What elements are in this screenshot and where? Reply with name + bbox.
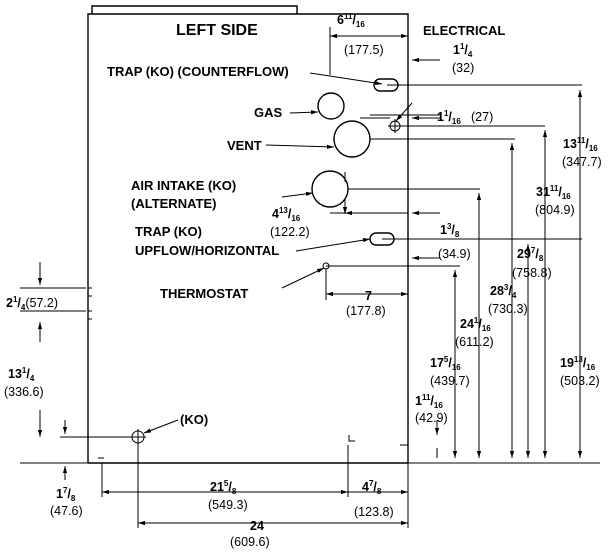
- svg-text:17/8: 17/8: [56, 486, 76, 503]
- vertical-dimension-lines: [20, 90, 583, 480]
- dim-1-11-16: 111/16 (42.9): [415, 393, 448, 425]
- dim-31-11-16: 3111/16 (804.9): [535, 184, 575, 217]
- svg-text:7: 7: [365, 289, 372, 303]
- diagram-title: LEFT SIDE: [176, 22, 258, 39]
- svg-text:131/4: 131/4: [8, 366, 35, 383]
- svg-text:(34.9): (34.9): [438, 247, 471, 261]
- svg-text:(609.6): (609.6): [230, 535, 270, 549]
- svg-text:(347.7): (347.7): [562, 155, 602, 169]
- trap-upflow-knockout: [369, 232, 582, 246]
- dim-4-13-16: 413/16 (122.2): [270, 206, 310, 239]
- dim-13-1-4: 131/4 (336.6): [4, 366, 44, 399]
- vent-circle: [333, 120, 371, 158]
- svg-text:111/16: 111/16: [415, 393, 443, 410]
- svg-text:(439.7): (439.7): [430, 374, 470, 388]
- svg-text:(42.9): (42.9): [415, 411, 448, 425]
- dim-7: 7 (177.8): [346, 289, 386, 318]
- dim-4-7-8: 47/8 (123.8): [354, 479, 394, 519]
- label-air-intake-alternate: (ALTERNATE): [131, 196, 216, 211]
- label-trap-upflow-horizontal: UPFLOW/HORIZONTAL: [135, 243, 279, 258]
- svg-text:(122.2): (122.2): [270, 225, 310, 239]
- svg-text:(177.8): (177.8): [346, 304, 386, 318]
- dim-28-3-4: 283/4 (730.3): [488, 283, 528, 316]
- svg-text:1913/16: 1913/16: [560, 355, 596, 372]
- label-air-intake: AIR INTAKE (KO): [131, 178, 236, 193]
- label-trap-counterflow: TRAP (KO) (COUNTERFLOW): [107, 64, 289, 79]
- dim-1-3-8: 13/8 (34.9): [438, 222, 471, 261]
- horizontal-dimension-lines: [101, 27, 440, 528]
- dim-29-7-8: 297/8 (758.8): [512, 246, 552, 280]
- svg-text:1311/16: 1311/16: [563, 136, 598, 153]
- svg-text:(177.5): (177.5): [344, 43, 384, 57]
- svg-text:(804.9): (804.9): [535, 203, 575, 217]
- thermostat-knockout: [322, 262, 460, 270]
- svg-text:215/8: 215/8: [210, 479, 237, 496]
- label-electrical: ELECTRICAL: [423, 23, 505, 38]
- svg-text:(47.6): (47.6): [50, 504, 83, 518]
- svg-text:(123.8): (123.8): [354, 505, 394, 519]
- svg-text:175/16: 175/16: [430, 355, 461, 372]
- label-gas: GAS: [254, 105, 283, 120]
- label-vent: VENT: [227, 138, 262, 153]
- svg-text:241/16: 241/16: [460, 316, 491, 333]
- leader-lines: [143, 72, 413, 434]
- svg-text:(611.2): (611.2): [455, 335, 494, 349]
- svg-text:24: 24: [250, 519, 264, 533]
- gas-circle: [317, 92, 345, 120]
- bottom-ko-circle: [60, 429, 146, 445]
- dim-1-7-8: 17/8 (47.6): [50, 486, 83, 518]
- dim-21-5-8: 215/8 (549.3): [208, 479, 248, 512]
- svg-text:(32): (32): [452, 61, 474, 75]
- svg-text:21/4(57.2): 21/4(57.2): [6, 295, 58, 312]
- trap-counterflow-knockout: [373, 78, 582, 92]
- air-intake-circle: [311, 170, 349, 208]
- dim-17-5-16: 175/16 (439.7): [430, 355, 470, 388]
- svg-text:11/16: 11/16: [437, 109, 461, 126]
- svg-text:11/4: 11/4: [453, 42, 473, 59]
- svg-text:(27): (27): [471, 110, 493, 124]
- svg-text:(549.3): (549.3): [208, 498, 248, 512]
- svg-text:297/8: 297/8: [517, 246, 544, 263]
- dim-19-13-16: 1913/16 (503.2): [560, 355, 600, 388]
- svg-text:413/16: 413/16: [272, 206, 301, 223]
- label-thermostat: THERMOSTAT: [160, 286, 248, 301]
- dim-2-1-4: 21/4(57.2): [6, 295, 58, 312]
- svg-text:611/16: 611/16: [337, 12, 365, 29]
- label-bottom-ko: (KO): [180, 412, 208, 427]
- dim-1-1-16: 11/16 (27): [437, 109, 493, 126]
- dim-24-1-16: 241/16 (611.2): [455, 316, 494, 349]
- dim-6-11-16: 611/16 (177.5): [337, 12, 384, 57]
- svg-text:(758.8): (758.8): [512, 266, 552, 280]
- svg-text:(730.3): (730.3): [488, 302, 528, 316]
- svg-text:47/8: 47/8: [362, 479, 382, 496]
- extension-lines: [348, 114, 545, 190]
- cabinet-dash-marks: [87, 287, 408, 459]
- svg-text:13/8: 13/8: [440, 222, 460, 239]
- svg-text:3111/16: 3111/16: [536, 184, 571, 201]
- svg-text:283/4: 283/4: [490, 283, 517, 300]
- label-trap-upflow: TRAP (KO): [135, 224, 202, 239]
- dim-24: 24 (609.6): [230, 519, 270, 549]
- svg-text:(503.2): (503.2): [560, 374, 600, 388]
- svg-text:(336.6): (336.6): [4, 385, 44, 399]
- dim-13-11-16: 1311/16 (347.7): [562, 136, 602, 169]
- dim-1-1-4-electrical: 11/4 (32): [452, 42, 474, 75]
